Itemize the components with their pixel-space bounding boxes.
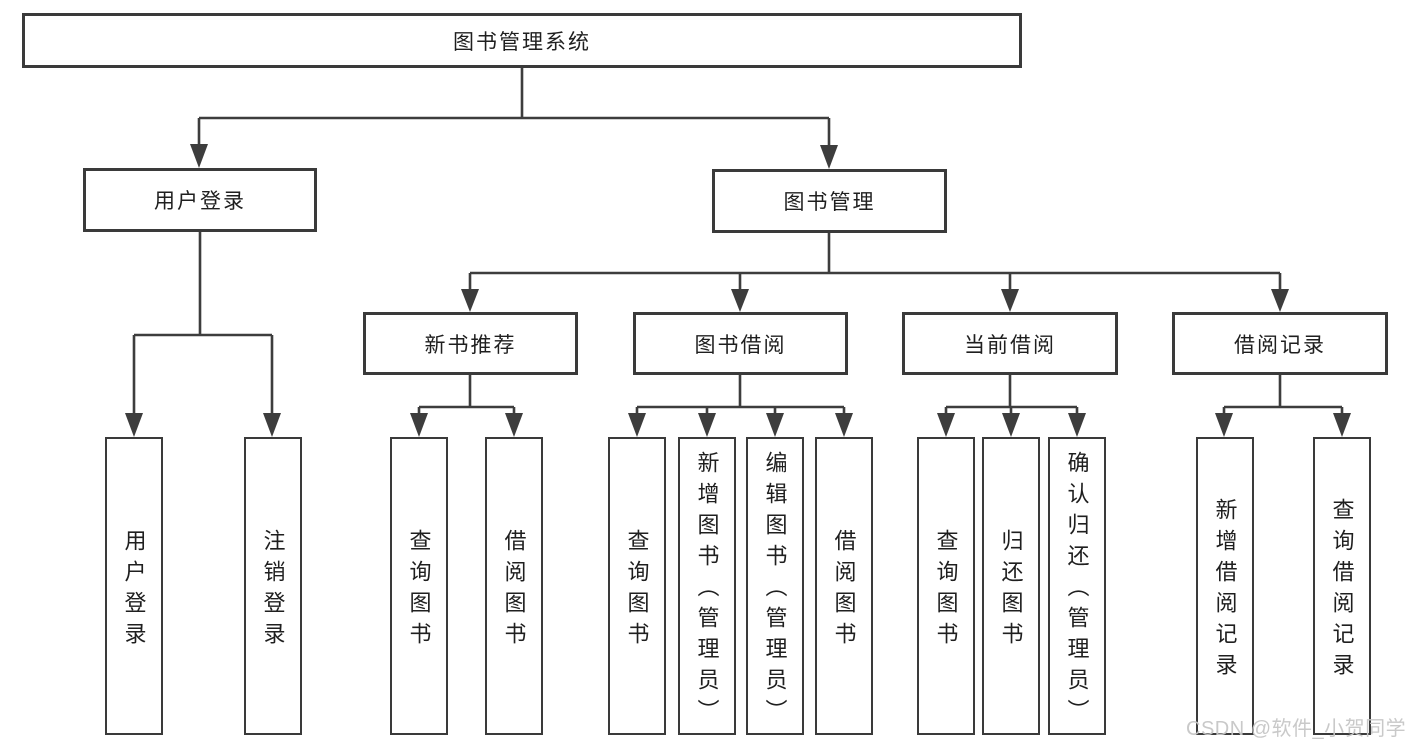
edge-book-borrow-to-children	[628, 375, 853, 437]
node-root-system: 图书管理系统	[22, 13, 1022, 68]
node-user-login: 用户登录	[83, 168, 317, 232]
leaf-label: 新增图书（管理员）	[694, 451, 720, 730]
node-current-borrow: 当前借阅	[902, 312, 1118, 375]
leaf-label: 新增借阅记录	[1212, 497, 1238, 684]
leaf-label: 查询借阅记录	[1329, 497, 1355, 684]
node-leaf-borrow-books-1: 借阅图书	[485, 437, 543, 735]
node-leaf-user-login: 用户登录	[105, 437, 163, 735]
node-leaf-query-books-1: 查询图书	[390, 437, 448, 735]
leaf-label: 查询图书	[406, 528, 432, 653]
node-leaf-return-book: 归还图书	[982, 437, 1040, 735]
edge-borrow-records-to-children	[1215, 375, 1351, 437]
edge-current-borrow-to-children	[937, 375, 1086, 437]
node-new-book-rec: 新书推荐	[363, 312, 578, 375]
leaf-label: 编辑图书（管理员）	[762, 451, 788, 730]
leaf-label: 借阅图书	[831, 528, 857, 653]
node-book-borrow: 图书借阅	[633, 312, 848, 375]
node-leaf-add-borrow-record: 新增借阅记录	[1196, 437, 1254, 735]
leaf-label: 确认归还（管理员）	[1064, 451, 1090, 730]
node-leaf-edit-book-admin: 编辑图书（管理员）	[746, 437, 804, 735]
leaf-label: 借阅图书	[501, 528, 527, 653]
edge-root-to-children	[190, 68, 838, 169]
node-leaf-add-book-admin: 新增图书（管理员）	[678, 437, 736, 735]
node-leaf-query-books-3: 查询图书	[917, 437, 975, 735]
edge-book-mgmt-to-children	[461, 233, 1289, 312]
leaf-label: 注销登录	[260, 528, 286, 653]
node-leaf-query-borrow-record: 查询借阅记录	[1313, 437, 1371, 735]
node-leaf-borrow-books-2: 借阅图书	[815, 437, 873, 735]
leaf-label: 用户登录	[121, 528, 147, 653]
node-leaf-query-books-2: 查询图书	[608, 437, 666, 735]
node-leaf-logout: 注销登录	[244, 437, 302, 735]
leaf-label: 归还图书	[998, 528, 1024, 653]
csdn-watermark: CSDN @软件_小贺同学	[1186, 718, 1405, 740]
edge-new-book-rec-to-children	[410, 375, 523, 437]
node-leaf-confirm-return-admin: 确认归还（管理员）	[1048, 437, 1106, 735]
node-borrow-records: 借阅记录	[1172, 312, 1388, 375]
edge-user-login-to-children	[125, 232, 281, 437]
leaf-label: 查询图书	[933, 528, 959, 653]
node-book-mgmt: 图书管理	[712, 169, 947, 233]
leaf-label: 查询图书	[624, 528, 650, 653]
